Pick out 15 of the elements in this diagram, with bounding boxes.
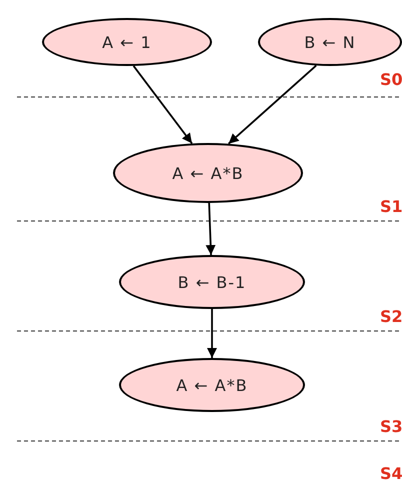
arrow	[132, 65, 193, 144]
arrow	[206, 202, 216, 256]
stage-label: S4	[380, 464, 402, 483]
stage-label: S1	[380, 197, 402, 216]
stage-label: S0	[380, 70, 402, 89]
arrow	[207, 309, 217, 358]
node-label: A ← A*B	[172, 164, 244, 182]
arrow	[228, 64, 317, 144]
node-label: B ← N	[304, 32, 356, 52]
stage-label: S2	[380, 307, 402, 326]
node-label: A ← A*B	[176, 376, 248, 394]
node-label: B ← B-1	[178, 272, 246, 292]
node-label: A ← 1	[102, 32, 152, 52]
ellipse-node	[258, 18, 402, 66]
stage-label: S3	[380, 417, 402, 436]
